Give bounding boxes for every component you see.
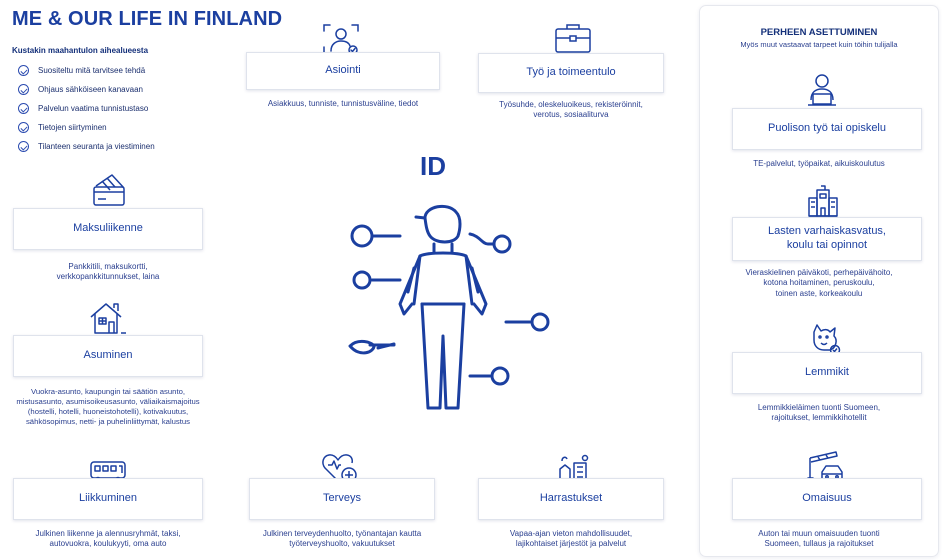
topic-liikkuminen[interactable]: Liikkuminen [13,478,203,520]
family-panel-subtitle: Myös muut vastaavat tarpeet kuin töihin … [740,40,898,49]
checklist-item: Tietojen siirtyminen [18,118,155,137]
id-person-icon [323,24,359,55]
check-circle-icon [18,65,29,76]
checklist-item: Suositeltu mitä tarvitsee tehdä [18,61,155,80]
topic-maksuliikenne-desc: Pankkitili, maksukortti,verkkopankkitunn… [56,262,160,282]
family-panel [699,5,939,557]
check-circle-icon [18,122,29,133]
person-connector-icon [348,204,550,410]
topic-liikkuminen-desc: Julkinen liikenne ja alennusryhmät, taks… [35,529,181,549]
family-panel-title: PERHEEN ASETTUMINEN [760,27,878,38]
topic-maksuliikenne[interactable]: Maksuliikenne [13,208,203,250]
pet-icon [813,324,841,356]
family-item-lasten-desc: Vieraskielinen päiväkoti, perhepäivähoit… [745,268,893,298]
topic-asiointi-desc: Asiakkuus, tunniste, tunnistusväline, ti… [267,99,419,108]
topic-tyo-desc: Työsuhde, oleskeluoikeus, rekisteröinnit… [499,100,643,120]
checklist: Suositeltu mitä tarvitsee tehdä Ohjaus s… [18,61,155,156]
checklist-heading: Kustakin maahantulon aihealueesta [12,46,149,55]
topic-asiointi[interactable]: Asiointi [246,52,440,90]
topic-asuminen[interactable]: Asuminen [13,335,203,377]
id-label: ID [420,151,446,181]
check-circle-icon [18,84,29,95]
check-circle-icon [18,103,29,114]
payment-card-icon [93,174,125,206]
topic-asuminen-desc: Vuokra-asunto, kaupungin tai säätiön asu… [16,387,200,426]
checklist-item: Tilanteen seuranta ja viestiminen [18,137,155,156]
family-item-puolison-tyo-desc: TE-palvelut, työpaikat, aikuiskoulutus [753,159,885,168]
family-item-puolison-tyo[interactable]: Puolison työ tai opiskelu [732,108,922,150]
family-item-lemmikit[interactable]: Lemmikit [732,352,922,394]
school-building-icon [808,185,838,217]
topic-harrastukset-desc: Vapaa-ajan vieton mahdollisuudet,lajikoh… [509,529,633,549]
briefcase-icon [555,24,591,53]
topic-terveys-desc: Julkinen terveydenhuolto, työnantajan ka… [262,529,422,549]
check-circle-icon [18,141,29,152]
family-item-lemmikit-desc: Lemmikkieläimen tuonti Suomeen,rajoituks… [757,403,881,423]
family-item-lasten-varhaiskasvatus[interactable]: Lasten varhaiskasvatus,koulu tai opinnot [732,217,922,261]
page-title: ME & OUR LIFE IN FINLAND [12,8,283,30]
topic-terveys[interactable]: Terveys [249,478,435,520]
topic-harrastukset[interactable]: Harrastukset [478,478,664,520]
topic-tyo-ja-toimeentulo[interactable]: Työ ja toimeentulo [478,53,664,93]
family-item-omaisuus[interactable]: Omaisuus [732,478,922,520]
checklist-item: Palvelun vaatima tunnistustaso [18,99,155,118]
house-icon [90,303,126,334]
checklist-item: Ohjaus sähköiseen kanavaan [18,80,155,99]
person-laptop-icon [808,74,836,106]
